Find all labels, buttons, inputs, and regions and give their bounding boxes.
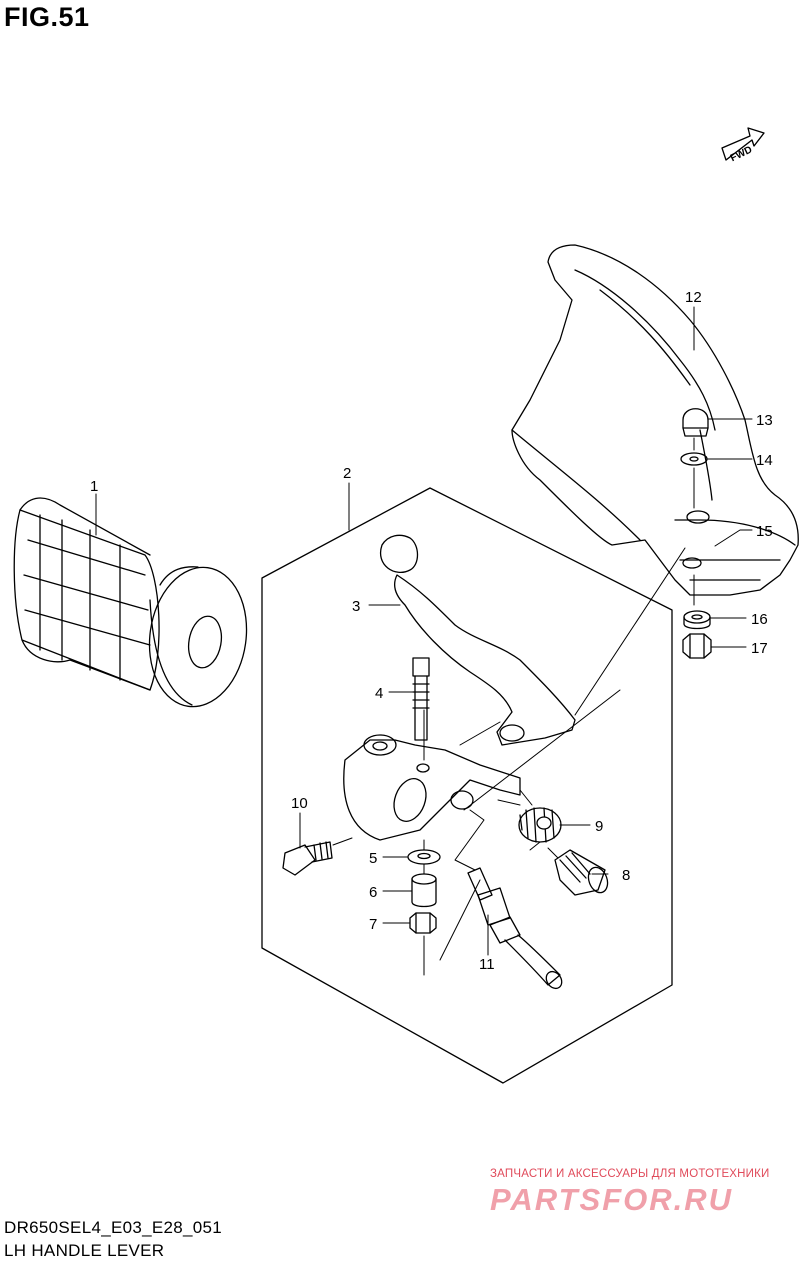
watermark-logo: PARTSFOR.RU [490, 1182, 734, 1217]
part-6-collar [411, 873, 437, 908]
callout-14: 14 [756, 452, 773, 469]
part-8-adjuster-bolt [554, 849, 609, 896]
watermark-tagline: ЗАПЧАСТИ И АКСЕССУАРЫ ДЛЯ МОТОТЕХНИКИ [490, 1168, 770, 1180]
callout-numbers: 1 2 3 4 5 6 7 8 9 10 11 12 13 14 15 16 1… [90, 289, 773, 973]
fwd-arrow-icon: FWD [721, 127, 765, 164]
callout-2: 2 [343, 465, 351, 482]
part-16-washer [683, 610, 711, 630]
lever-holder [343, 734, 521, 841]
callout-5: 5 [369, 850, 377, 867]
part-5-washer [407, 849, 441, 865]
callout-1: 1 [90, 478, 98, 495]
leader-lines [95, 306, 753, 956]
callout-15: 15 [756, 523, 773, 540]
assembly-lines [332, 437, 695, 976]
callout-17: 17 [751, 640, 768, 657]
part-11-clutch-switch [467, 867, 563, 990]
watermark: ЗАПЧАСТИ И АКСЕССУАРЫ ДЛЯ МОТОТЕХНИКИ PA… [490, 1168, 790, 1228]
callout-4: 4 [375, 685, 383, 702]
callout-12: 12 [685, 289, 702, 306]
callout-16: 16 [751, 611, 768, 628]
part-17-nut [682, 633, 712, 659]
part-10-bolt [282, 841, 333, 876]
model-code: DR650SEL4_E03_E28_051 [4, 1218, 223, 1237]
figure-title: FIG.51 [4, 2, 90, 32]
callout-6: 6 [369, 884, 377, 901]
part-3-lever [379, 534, 576, 746]
figure-caption: LH HANDLE LEVER [4, 1241, 165, 1260]
callout-10: 10 [291, 795, 308, 812]
part-2-assembly-outline [261, 487, 673, 1084]
callout-3: 3 [352, 598, 360, 615]
part-9-adjuster-nut [518, 807, 562, 843]
part-4-pivot-bolt [412, 657, 430, 741]
part-13-cap-nut [682, 408, 709, 437]
callout-11: 11 [479, 956, 495, 973]
part-12-hand-guard [511, 244, 799, 596]
callout-9: 9 [595, 818, 603, 835]
part-1-grip [13, 497, 248, 708]
callout-7: 7 [369, 916, 377, 933]
callout-8: 8 [622, 867, 630, 884]
callout-13: 13 [756, 412, 773, 429]
part-7-nut [409, 912, 437, 934]
part-14-washer [680, 452, 708, 466]
